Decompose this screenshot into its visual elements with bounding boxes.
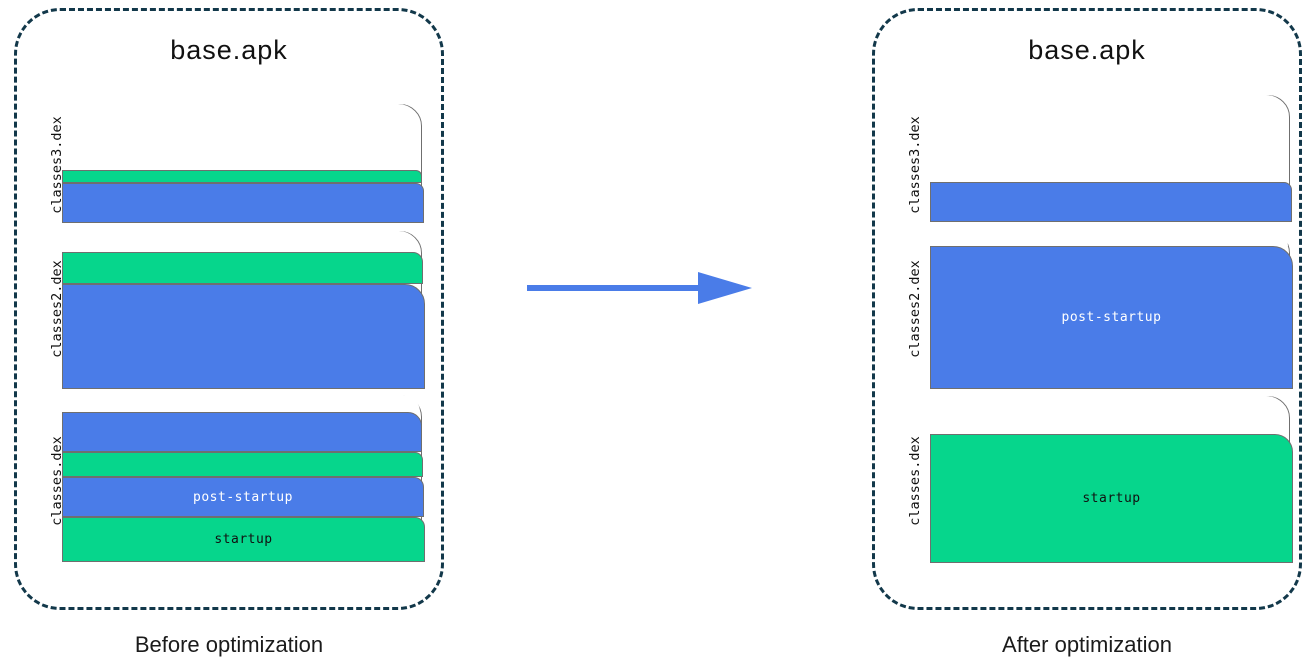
dex-block-classes2-after: post-startup [930,231,1293,389]
band-startup [62,252,423,284]
dex-bands [62,231,425,389]
band-post-startup [62,183,424,223]
dex-block-classes-before: post-startup startup [62,395,425,562]
band-post-startup-labeled: post-startup [930,246,1293,389]
dex-block-classes-after: startup [930,396,1293,563]
band-label: post-startup [193,489,293,505]
dex-bands [62,104,424,223]
dex-bands: post-startup [930,231,1293,389]
band-empty [62,231,420,252]
band-post-startup-labeled: post-startup [62,477,424,517]
band-empty [930,396,1288,434]
band-empty [930,231,1288,246]
dex-label-classes2-after: classes2.dex [907,260,923,358]
band-empty [62,395,420,412]
band-startup [62,452,423,477]
band-label: post-startup [1061,310,1162,325]
band-empty [62,104,420,170]
dex-bands [930,95,1292,222]
dex-block-classes3-after [930,95,1292,222]
band-label: startup [1082,491,1141,506]
band-label: startup [214,532,273,547]
apk-title-after: base.apk [1028,35,1146,65]
dex-label-classes-after: classes.dex [907,436,923,526]
arrow-icon [527,272,752,304]
dex-block-classes3-before [62,104,424,223]
dex-label-classes3-after: classes3.dex [907,116,923,214]
band-post-startup [62,284,425,389]
band-post-startup [930,182,1292,222]
caption-before: Before optimization [134,632,324,657]
transform-arrow [520,268,760,308]
band-startup-labeled: startup [62,517,425,562]
band-startup [62,170,422,183]
apk-title-before: base.apk [170,35,288,65]
dex-bands: startup [930,396,1293,563]
caption-after: After optimization [1002,632,1172,657]
dex-bands: post-startup startup [62,395,425,562]
band-empty [930,95,1288,182]
band-startup-labeled: startup [930,434,1293,563]
dex-block-classes2-before [62,231,425,389]
band-post-startup [62,412,422,452]
